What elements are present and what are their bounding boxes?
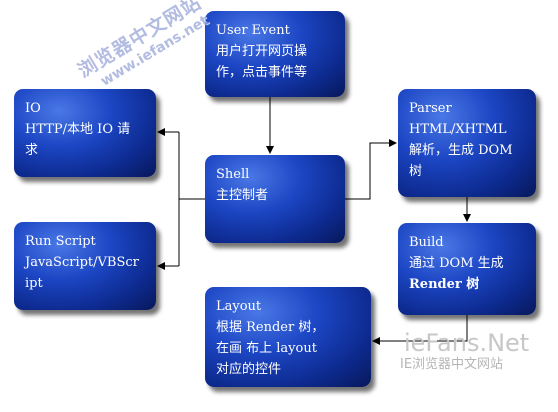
- brand-subtitle: IE浏览器中文网站: [400, 357, 504, 372]
- node-layout: Layout 根据 Render 树， 在画 布上 layout 对应的控件: [205, 287, 371, 387]
- node-parser: Parser HTML/XHTML 解析，生成 DOM 树: [398, 89, 536, 197]
- node-run-script-line-1: JavaScript/VBScr: [25, 255, 139, 270]
- node-layout-title: Layout: [216, 299, 262, 314]
- brand-name: ieFans.Net: [404, 329, 530, 357]
- node-run-script-line-2: ipt: [25, 276, 43, 291]
- node-user-event-line-2: 作，点击事件等: [216, 65, 308, 80]
- node-run-script: Run Script JavaScript/VBScr ipt: [14, 222, 156, 310]
- node-user-event: User Event 用户打开网页操 作，点击事件等: [205, 11, 345, 97]
- node-build-line-2: Render 树: [409, 277, 480, 292]
- arrow-build-to-layout: [372, 315, 468, 345]
- node-io-title: IO: [25, 101, 41, 116]
- node-user-event-line-1: 用户打开网页操: [216, 44, 308, 59]
- node-io: IO HTTP/本地 IO 请 求: [14, 89, 156, 177]
- node-run-script-title: Run Script: [25, 234, 96, 249]
- node-parser-line-2: 解析，生成 DOM: [409, 143, 513, 158]
- arrow-shell-to-parser: [345, 139, 397, 200]
- node-shell-line-1: 主控制者: [216, 188, 269, 203]
- node-parser-line-3: 树: [409, 164, 423, 179]
- node-shell-title: Shell: [216, 167, 250, 182]
- node-build-title: Build: [409, 235, 444, 250]
- node-shell: Shell 主控制者: [205, 155, 345, 243]
- node-io-line-2: 求: [25, 143, 39, 158]
- node-user-event-title: User Event: [216, 23, 290, 38]
- node-layout-line-2: 在画 布上 layout: [216, 341, 317, 356]
- node-parser-title: Parser: [409, 101, 452, 116]
- node-io-line-1: HTTP/本地 IO 请: [25, 122, 131, 137]
- node-build-line-1: 通过 DOM 生成: [409, 256, 504, 271]
- node-layout-line-3: 对应的控件: [216, 362, 282, 377]
- brand-watermark: ieFans.Net IE浏览器中文网站: [400, 329, 530, 374]
- node-layout-line-1: 根据 Render 树，: [216, 320, 325, 335]
- node-build: Build 通过 DOM 生成 Render 树: [398, 223, 536, 315]
- node-parser-line-1: HTML/XHTML: [409, 122, 507, 137]
